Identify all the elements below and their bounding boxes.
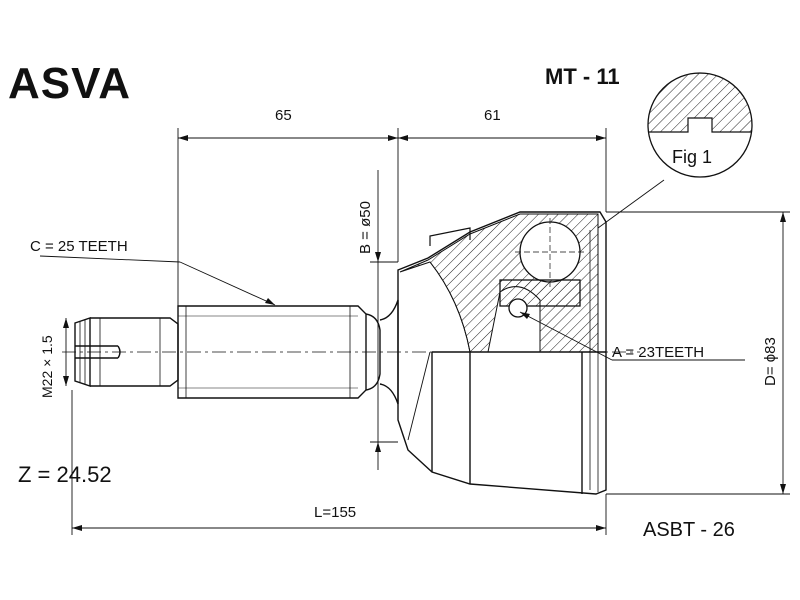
dim-label-61: 61: [484, 107, 501, 124]
catalog-code: ASBT - 26: [643, 519, 735, 541]
dim-label-total: L=155: [314, 504, 357, 521]
dim-label-b: B = ø50: [357, 201, 374, 254]
fig1-label: Fig 1: [672, 147, 713, 167]
dim-label-65: 65: [275, 107, 292, 124]
z-value: Z = 24.52: [18, 462, 112, 487]
label-c-teeth: C = 25 TEETH: [30, 238, 128, 255]
brand-logo: ASVA: [8, 59, 131, 108]
shaft-neck: [365, 313, 381, 391]
part-number: MT - 11: [545, 64, 620, 89]
leader-fig: [597, 179, 665, 229]
dim-label-d: D= ϕ83: [762, 337, 779, 386]
leader-a: [519, 311, 613, 361]
dim-label-thread: M22 × 1.5: [39, 335, 55, 398]
fig1-detail: [647, 72, 753, 178]
leader-c: [39, 255, 181, 263]
label-a-teeth: A = 23TEETH: [612, 344, 705, 361]
